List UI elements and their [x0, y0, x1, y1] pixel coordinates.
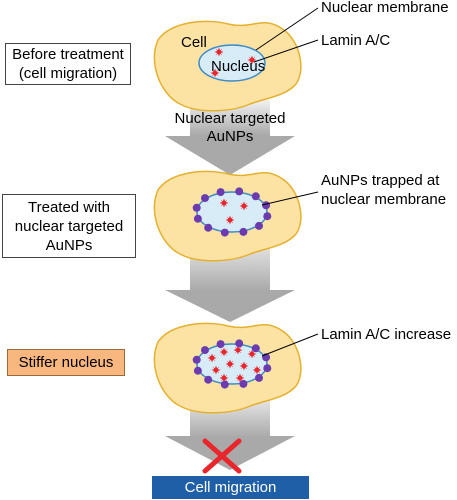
aunp-particle: [235, 187, 244, 196]
aunp-particle: [193, 214, 202, 223]
aunp-particle: [204, 375, 213, 384]
aunp-particle: [255, 373, 263, 382]
aunp-particle: [220, 380, 229, 389]
aunp-particle: [193, 366, 202, 375]
step-box-stiffer-nucleus: Stiffer nucleus: [7, 349, 125, 376]
aunp-particle: [220, 228, 229, 237]
aunp-particle: [216, 188, 225, 197]
aunp-particle: [263, 364, 272, 373]
outcome-box-cell-migration: Cell migration: [152, 476, 309, 499]
arrow-label-nuclear-targeted-aunps: Nuclear targeted AuNPs: [174, 110, 286, 145]
aunp-particle: [216, 340, 225, 349]
aunp-particle: [201, 194, 209, 203]
cell-treated: [153, 170, 302, 262]
aunp-particle: [263, 212, 272, 221]
aunp-particle: [201, 346, 209, 355]
cell-stiffer: [153, 322, 302, 414]
cell-label: Cell: [181, 34, 207, 51]
callout-aunps-trapped: AuNPs trapped at nuclear membrane: [321, 172, 447, 208]
step-label: Before treatment (cell migration): [12, 46, 124, 82]
aunp-particle: [235, 339, 244, 348]
aunp-particle: [251, 344, 260, 353]
step-label: Treated with nuclear targeted AuNPs: [14, 198, 124, 254]
callout-nuclear-membrane: Nuclear membrane: [321, 0, 449, 16]
aunp-particle: [192, 355, 201, 364]
aunp-particle: [239, 379, 248, 388]
callout-lamin-increase: Lamin A/C increase: [321, 326, 452, 343]
aunp-particle: [255, 221, 263, 230]
callout-lines: [253, 7, 319, 357]
aunp-particle: [262, 201, 271, 210]
nucleus-label: Nucleus: [211, 58, 266, 75]
step-label: Stiffer nucleus: [18, 354, 114, 371]
aunp-particles: [192, 187, 272, 237]
aunp-particles: [192, 339, 272, 389]
outcome-label: Cell migration: [184, 479, 277, 496]
cross-mark: [202, 438, 242, 474]
step-box-before-treatment: Before treatment (cell migration): [5, 43, 131, 85]
aunp-particle: [251, 192, 260, 201]
callout-lamin: Lamin A/C: [321, 32, 391, 49]
aunp-particle: [192, 203, 201, 212]
aunp-particle: [239, 227, 248, 236]
step-box-treated: Treated with nuclear targeted AuNPs: [2, 194, 136, 258]
aunp-particle: [204, 223, 213, 232]
nucleus: [196, 191, 268, 233]
